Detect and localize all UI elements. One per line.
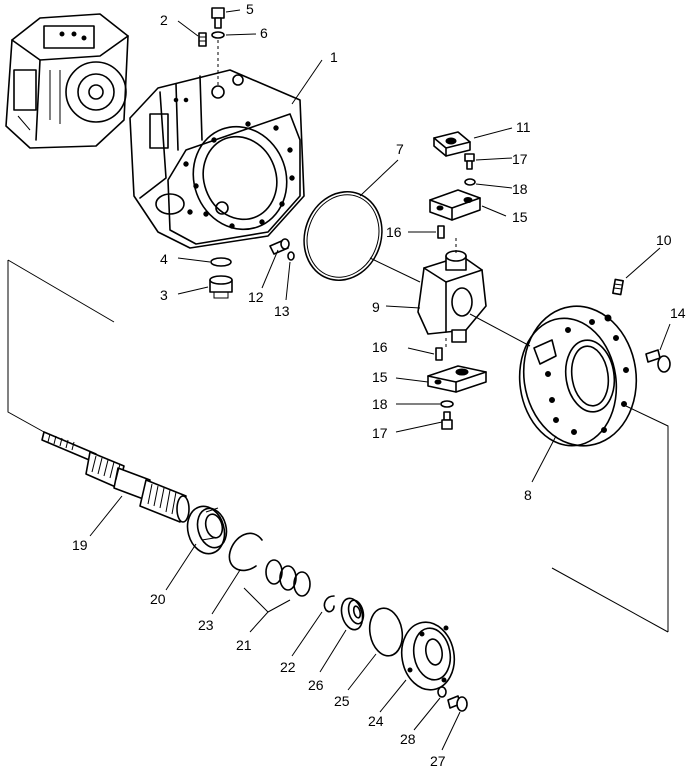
rocker-cam-part-9 [417, 250, 487, 343]
guide-part-15-bottom [427, 365, 487, 393]
bolt-part-5 [211, 7, 225, 29]
pin-part-16-bottom [435, 347, 443, 361]
snap-ring-part-23 [228, 532, 263, 572]
o-ring-part-7-inner [306, 194, 380, 278]
bearing-part-20 [186, 505, 228, 555]
o-ring-part-4 [210, 257, 232, 267]
part-label-26: 26 [308, 677, 324, 693]
part-label-15-top: 15 [512, 209, 528, 225]
part-label-3: 3 [160, 287, 168, 303]
bolt-part-14 [645, 349, 671, 373]
part-label-16-bottom: 16 [372, 339, 388, 355]
part-label-9: 9 [372, 299, 380, 315]
leader-lines [89, 9, 671, 751]
part-label-21: 21 [236, 637, 252, 653]
washer-part-18-bottom [440, 400, 454, 408]
drive-shaft-part-19 [41, 431, 190, 523]
part-label-16-top: 16 [386, 224, 402, 240]
part-label-11: 11 [516, 119, 531, 135]
part-label-8: 8 [524, 487, 532, 503]
washer-part-18-top [464, 178, 476, 186]
washer-part-28 [437, 686, 447, 698]
end-cover-part-8 [518, 305, 638, 447]
part-label-22: 22 [280, 659, 296, 675]
o-ring-part-25 [368, 607, 404, 657]
o-ring-part-6 [211, 31, 225, 39]
part-label-12: 12 [248, 289, 264, 305]
o-ring-part-13 [287, 251, 295, 261]
plug-part-2 [198, 32, 207, 47]
plug-part-3 [209, 275, 233, 299]
guide-part-15-top [429, 189, 481, 221]
pin-part-16-top [437, 225, 445, 239]
part-label-14: 14 [670, 305, 686, 321]
part-label-2: 2 [160, 12, 168, 28]
block-part-11 [433, 131, 471, 157]
part-label-17-top: 17 [512, 151, 528, 167]
bolt-part-27 [447, 695, 468, 712]
shims-part-21 [265, 559, 311, 597]
part-label-18-bottom: 18 [372, 396, 388, 412]
part-label-10: 10 [656, 232, 672, 248]
part-label-19: 19 [72, 537, 88, 553]
part-label-20: 20 [150, 591, 166, 607]
part-label-6: 6 [260, 25, 268, 41]
pump-assembly-reference-view [5, 13, 129, 149]
cover-part-24 [400, 621, 456, 691]
o-ring-part-7 [303, 190, 383, 282]
part-label-15-bottom: 15 [372, 369, 388, 385]
part-label-18-top: 18 [512, 181, 528, 197]
part-label-28: 28 [400, 731, 416, 747]
assembly-frame-lines [7, 238, 669, 633]
part-label-13: 13 [274, 303, 290, 319]
bolt-part-17-bottom [441, 411, 453, 430]
pin-part-12 [269, 238, 290, 255]
part-label-27: 27 [430, 753, 446, 767]
part-label-23: 23 [198, 617, 214, 633]
plug-part-10 [612, 278, 624, 296]
part-label-24: 24 [368, 713, 384, 729]
bolt-part-17-top [464, 153, 475, 170]
part-label-1: 1 [330, 49, 338, 65]
part-labels: 1 2 3 4 5 6 7 8 9 10 11 12 13 14 15 15 1… [72, 1, 686, 767]
pump-housing [129, 69, 305, 249]
part-label-5: 5 [246, 1, 254, 17]
part-label-25: 25 [334, 693, 350, 709]
part-label-7: 7 [396, 141, 404, 157]
part-label-4: 4 [160, 251, 168, 267]
snap-ring-part-22 [323, 595, 335, 613]
part-label-17-bottom: 17 [372, 425, 388, 441]
bearing-part-26 [340, 597, 365, 631]
